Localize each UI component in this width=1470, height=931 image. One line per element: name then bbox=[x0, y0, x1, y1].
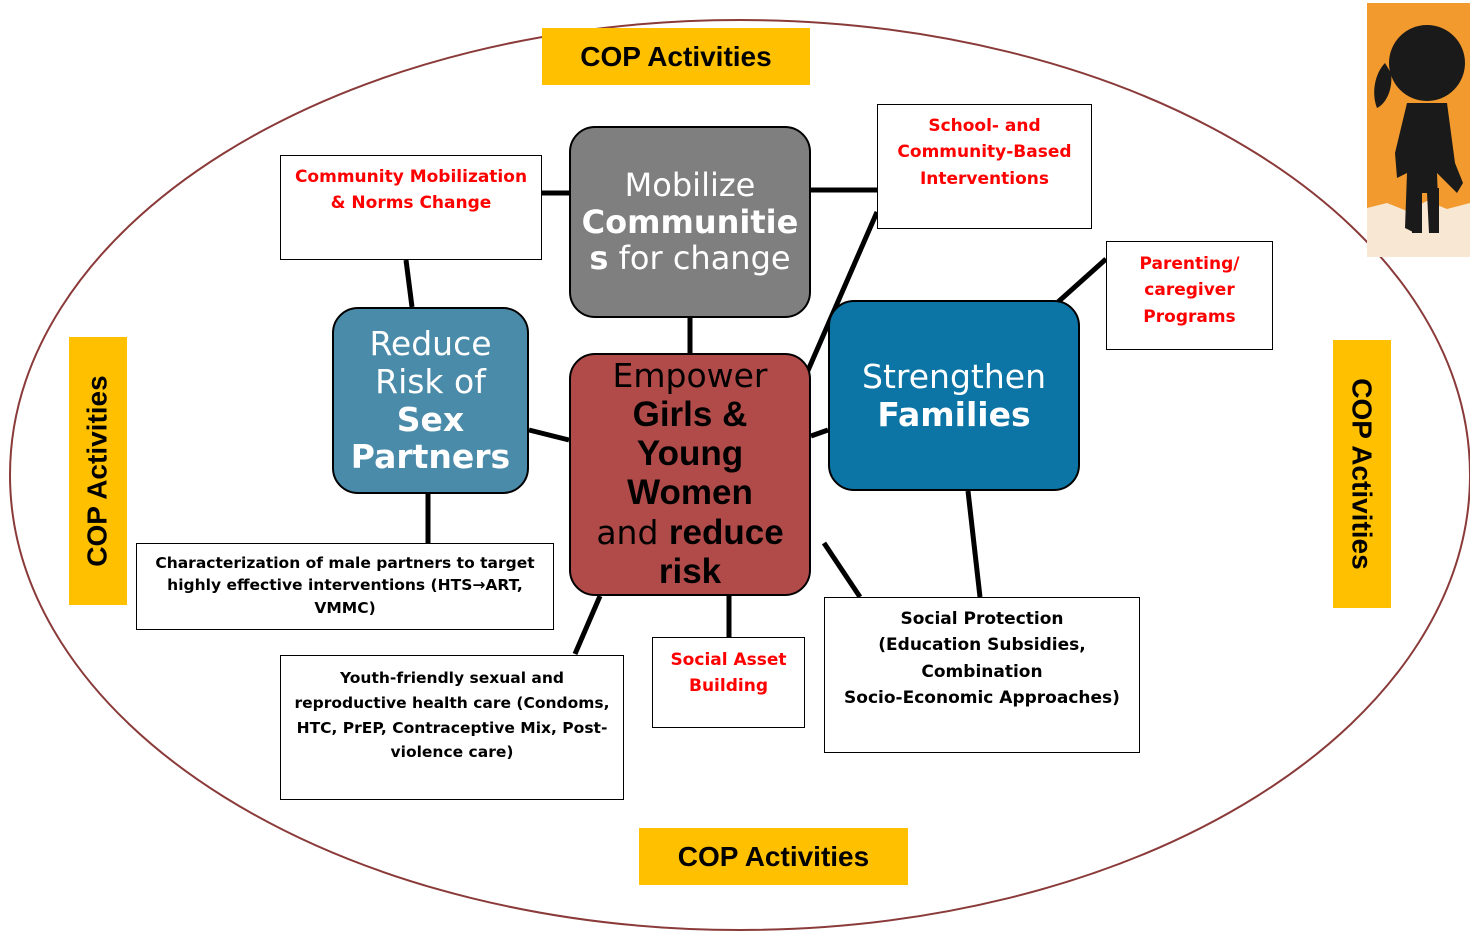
cop-banner-right: COP Activities bbox=[1333, 340, 1391, 608]
activity-social-protection-line4: Socio-Economic Approaches) bbox=[844, 688, 1120, 709]
activity-parenting: Parenting/ caregiver Programs bbox=[1106, 241, 1273, 350]
activity-community-mobilization-line2: & Norms Change bbox=[330, 193, 492, 214]
hub-empower-line4: Women bbox=[627, 473, 753, 513]
hub-empower-line5: and reduce bbox=[596, 512, 784, 552]
cop-banner-bottom: COP Activities bbox=[639, 828, 908, 885]
hub-empower-line2: Girls & bbox=[632, 395, 748, 434]
activity-social-asset: Social Asset Building bbox=[652, 637, 805, 728]
activity-social-protection-line1: Social Protection bbox=[900, 609, 1064, 629]
activity-youth-friendly: Youth-friendly sexual and reproductive h… bbox=[280, 655, 624, 800]
activity-youth-friendly-line4: violence care) bbox=[390, 743, 514, 762]
connector-strengthen-to-protection bbox=[965, 490, 983, 598]
activity-community-mobilization-line1: Community Mobilization bbox=[294, 167, 528, 187]
cop-banner-left: COP Activities bbox=[69, 337, 127, 605]
cop-banner-top-label: COP Activities bbox=[580, 40, 772, 72]
hub-mobilize-communities: Mobilize Communitie s for change bbox=[569, 126, 811, 318]
activity-characterization-line2: highly effective interventions (HTS→ART, bbox=[167, 576, 523, 595]
activity-social-protection-line2: (Education Subsidies, bbox=[878, 635, 1086, 656]
activity-community-mobilization: Community Mobilization & Norms Change bbox=[280, 155, 542, 260]
activity-parenting-line2: caregiver bbox=[1144, 280, 1235, 301]
activity-social-protection-line3: Combination bbox=[921, 661, 1043, 682]
connector-empower-to-protection bbox=[821, 541, 863, 599]
cop-banner-bottom-label: COP Activities bbox=[677, 840, 870, 872]
activity-social-asset-line1: Social Asset bbox=[670, 650, 787, 670]
connector-parenting-to-strengthen bbox=[1056, 257, 1108, 304]
activity-parenting-line3: Programs bbox=[1143, 306, 1236, 327]
cop-banner-right-label: COP Activities bbox=[1347, 378, 1378, 570]
hub-empower-line3: Young bbox=[636, 434, 744, 474]
activity-characterization-line1: Characterization of male partners to tar… bbox=[155, 554, 535, 572]
connector-school-to-empower bbox=[803, 211, 880, 376]
hub-strengthen-line2: Families bbox=[877, 394, 1031, 434]
connector-strengthen-to-empower bbox=[810, 427, 829, 439]
connector-empower-to-youth bbox=[572, 595, 603, 655]
connector-reduce-to-empower bbox=[528, 427, 570, 443]
hub-empower-line6: risk bbox=[658, 551, 722, 591]
cop-banner-left-label: COP Activities bbox=[82, 375, 113, 567]
hub-reduce-line2: Risk of bbox=[375, 361, 486, 401]
activity-characterization-line3: VMMC) bbox=[314, 598, 376, 617]
activity-youth-friendly-line1: Youth-friendly sexual and bbox=[339, 669, 565, 687]
activity-youth-friendly-line2: reproductive health care (Condoms, bbox=[294, 693, 610, 712]
hub-strengthen-families: Strengthen Families bbox=[828, 300, 1080, 491]
hub-reduce-line3: Sex bbox=[396, 399, 465, 439]
activity-school-community-line3: Interventions bbox=[919, 168, 1050, 189]
activity-youth-friendly-line3: HTC, PrEP, Contraceptive Mix, Post- bbox=[296, 718, 608, 737]
activity-social-asset-line2: Building bbox=[689, 676, 768, 697]
hub-empower-girls: Empower Girls & Young Women and reduce r… bbox=[569, 353, 811, 596]
cop-banner-top: COP Activities bbox=[542, 28, 810, 85]
activity-parenting-line1: Parenting/ bbox=[1139, 254, 1240, 274]
activity-characterization: Characterization of male partners to tar… bbox=[136, 543, 554, 630]
connector-mobilization-to-reduce bbox=[403, 259, 415, 308]
hub-reduce-line4: Partners bbox=[350, 437, 511, 477]
activity-school-community-line2: Community-Based bbox=[897, 142, 1072, 163]
hub-mobilize-line2: Communitie bbox=[581, 202, 799, 241]
hub-mobilize-line1: Mobilize bbox=[624, 165, 756, 204]
hub-strengthen-line1: Strengthen bbox=[862, 356, 1046, 396]
activity-school-community-line1: School- and bbox=[928, 116, 1041, 136]
hub-mobilize-line3: s for change bbox=[589, 239, 791, 278]
hub-empower-line1: Empower bbox=[612, 356, 768, 396]
hub-reduce-risk: Reduce Risk of Sex Partners bbox=[332, 307, 529, 494]
activity-social-protection: Social Protection (Education Subsidies, … bbox=[824, 597, 1140, 753]
girl-silhouette-illustration bbox=[1367, 3, 1470, 257]
activity-school-community: School- and Community-Based Intervention… bbox=[877, 104, 1092, 229]
hub-reduce-line1: Reduce bbox=[369, 323, 492, 363]
